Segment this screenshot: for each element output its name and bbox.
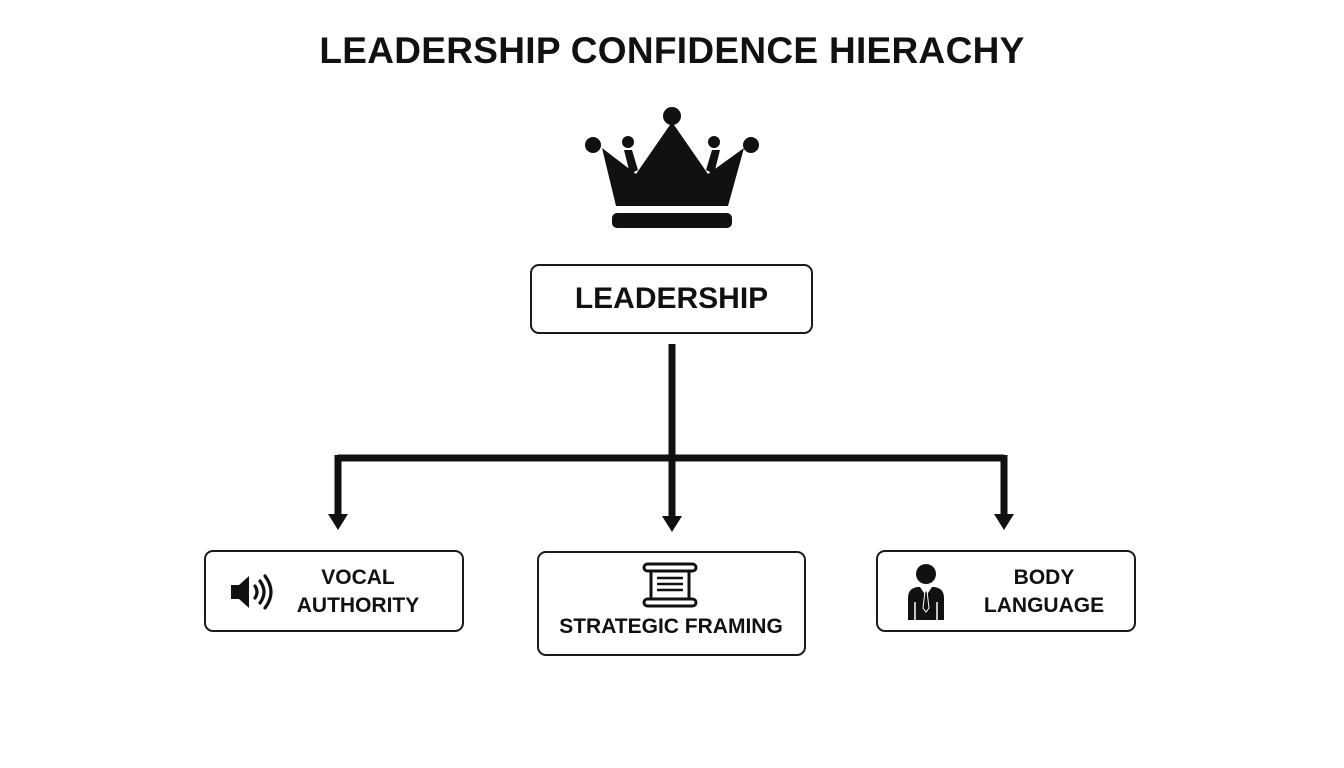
scroll-icon xyxy=(642,562,698,608)
leadership-node: LEADERSHIP xyxy=(530,264,813,334)
right-arrowhead xyxy=(994,514,1014,530)
strategic-framing-node: STRATEGIC FRAMING xyxy=(537,551,806,656)
strategic-framing-label: STRATEGIC FRAMING xyxy=(539,613,803,641)
left-arrowhead xyxy=(328,514,348,530)
body-language-label-line-2: LANGUAGE xyxy=(983,594,1105,617)
speaker-icon xyxy=(231,574,273,610)
body-language-label-line-1: BODY xyxy=(1013,566,1075,589)
body-language-node: BODY LANGUAGE xyxy=(876,550,1136,632)
body-language-label: BODY LANGUAGE xyxy=(974,564,1114,620)
vocal-authority-node: VOCAL AUTHORITY xyxy=(204,550,464,632)
vocal-authority-label: VOCAL AUTHORITY xyxy=(288,564,428,620)
strategic-framing-label-line-1: STRATEGIC FRAMING xyxy=(559,615,783,638)
vocal-authority-label-line-2: AUTHORITY xyxy=(296,594,420,617)
crown-icon xyxy=(585,107,759,228)
businessman-icon xyxy=(908,564,944,620)
leadership-node-label: LEADERSHIP xyxy=(574,282,769,315)
vocal-authority-label-line-1: VOCAL xyxy=(321,566,395,589)
diagram-title: LEADERSHIP CONFIDENCE HIERACHY xyxy=(319,30,1025,71)
center-arrowhead xyxy=(662,516,682,532)
